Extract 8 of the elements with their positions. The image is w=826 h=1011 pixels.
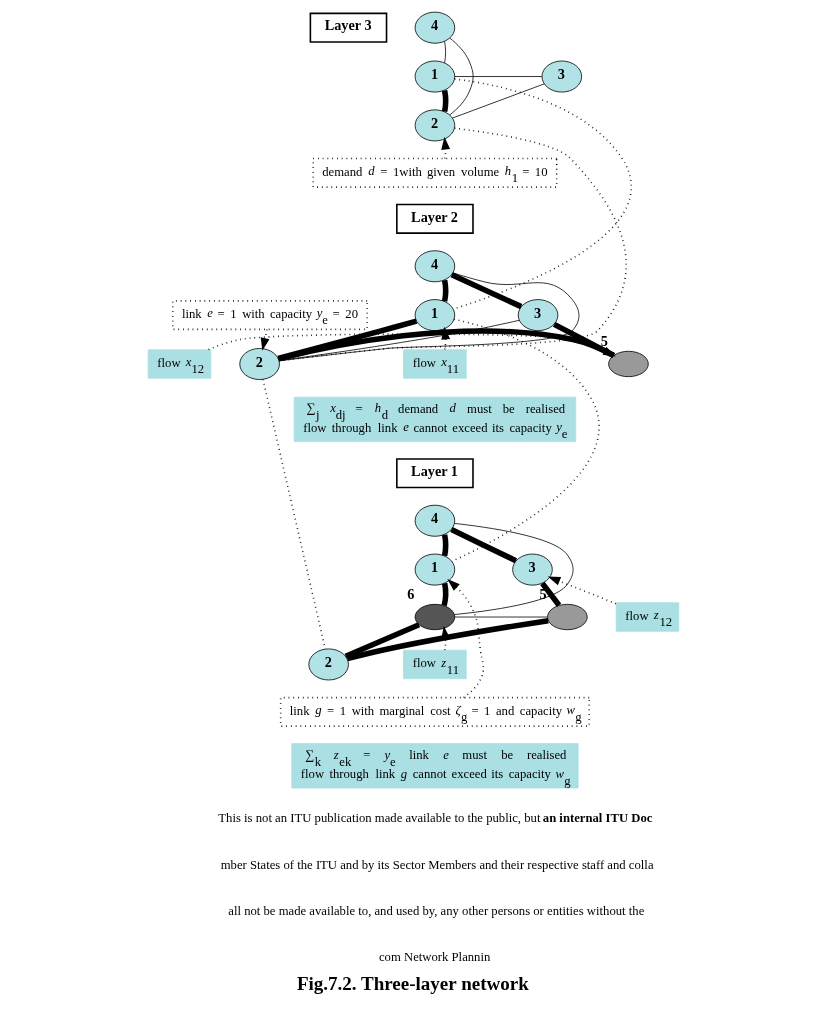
label: all not be made available to, and used by, any other persons or entities without the [227, 903, 644, 918]
node-label: 5 [600, 333, 608, 350]
label: This is not an ITU publication made available to the public, but an internal ITU Doc [217, 810, 652, 825]
node-label: 5 [539, 586, 547, 603]
label: com Network Plannin [378, 949, 490, 964]
caption: Fig.7.2. Three-layer network [296, 972, 529, 994]
label: mber States of the ITU and by its Sector Members and their respective staff and colla [220, 857, 654, 872]
node-label: 6 [406, 586, 414, 603]
